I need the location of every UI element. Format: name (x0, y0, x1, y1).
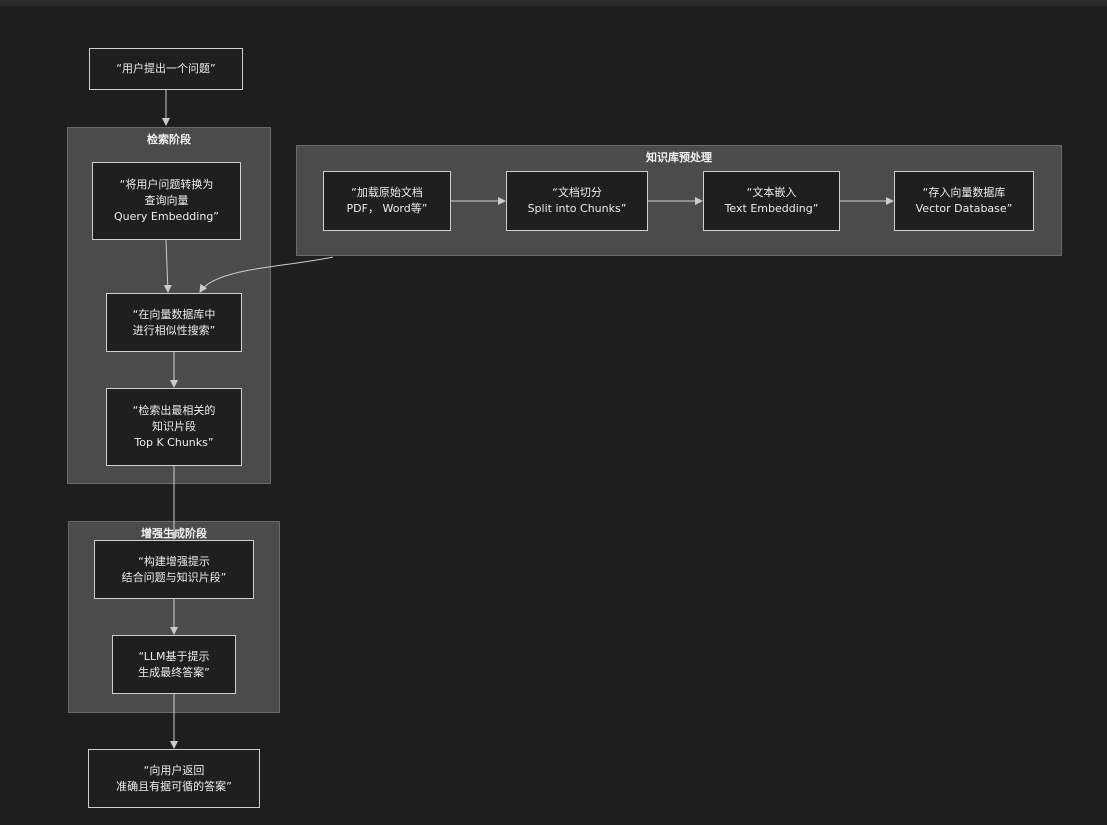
node-llm-answer-line-2: 生成最终答案” (138, 665, 210, 679)
node-text-embedding-line-1: “文本嵌入 (746, 186, 797, 199)
node-top-k-chunks-line-3: Top K Chunks” (134, 436, 214, 449)
node-llm-answer-line-1: “LLM基于提示 (138, 649, 210, 663)
node-load-documents: “加载原始文档 PDF， Word等” (323, 171, 451, 231)
cluster-augmented-generation-title: 增强生成阶段 (141, 527, 207, 540)
node-vector-search-line-1: “在向量数据库中 (132, 307, 216, 321)
node-query-embedding: “将用户问题转换为查询向量 Query Embedding” (92, 162, 241, 240)
node-top-k-chunks: “检索出最相关的知识片段 Top K Chunks” (106, 388, 242, 466)
node-llm-answer: “LLM基于提示生成最终答案” (112, 635, 236, 694)
node-return-answer-line-2: 准确且有据可循的答案” (116, 779, 232, 793)
node-split-chunks-line-2: Split into Chunks” (527, 202, 627, 215)
node-vector-search-line-2: 进行相似性搜索” (132, 323, 216, 337)
node-store-vector-db: “存入向量数据库 Vector Database” (894, 171, 1034, 231)
node-split-chunks: “文档切分 Split into Chunks” (506, 171, 648, 231)
node-return-answer-line-1: “向用户返回 (143, 763, 205, 777)
node-vector-search: “在向量数据库中进行相似性搜索” (106, 293, 242, 352)
node-store-vector-db-line-1: “存入向量数据库 (922, 186, 1006, 199)
node-load-documents-line-2: PDF， Word等” (346, 202, 428, 215)
node-text-embedding-line-2: Text Embedding” (724, 202, 819, 215)
node-load-documents-line-1: “加载原始文档 (351, 186, 423, 199)
cluster-retrieval-title: 检索阶段 (147, 133, 191, 146)
node-user-question: “用户提出一个问题” (89, 48, 243, 90)
node-build-prompt-line-1: “构建增强提示 (138, 554, 210, 568)
node-split-chunks-line-1: “文档切分 (552, 186, 602, 199)
node-store-vector-db-line-2: Vector Database” (915, 202, 1013, 215)
cluster-knowledge-base-title: 知识库预处理 (646, 151, 712, 164)
node-query-embedding-line-2: 查询向量 (144, 194, 189, 207)
node-text-embedding: “文本嵌入 Text Embedding” (703, 171, 840, 231)
node-build-prompt: “构建增强提示结合问题与知识片段” (94, 540, 254, 599)
node-return-answer: “向用户返回准确且有据可循的答案” (88, 749, 260, 808)
node-build-prompt-line-2: 结合问题与知识片段” (121, 570, 227, 584)
window-top-bar (0, 0, 1107, 6)
node-top-k-chunks-line-1: “检索出最相关的 (132, 404, 216, 417)
node-query-embedding-line-1: “将用户问题转换为 (119, 178, 214, 191)
node-user-question-line-1: “用户提出一个问题” (116, 62, 216, 75)
node-query-embedding-line-3: Query Embedding” (113, 210, 219, 223)
node-top-k-chunks-line-2: 知识片段 (152, 420, 196, 433)
